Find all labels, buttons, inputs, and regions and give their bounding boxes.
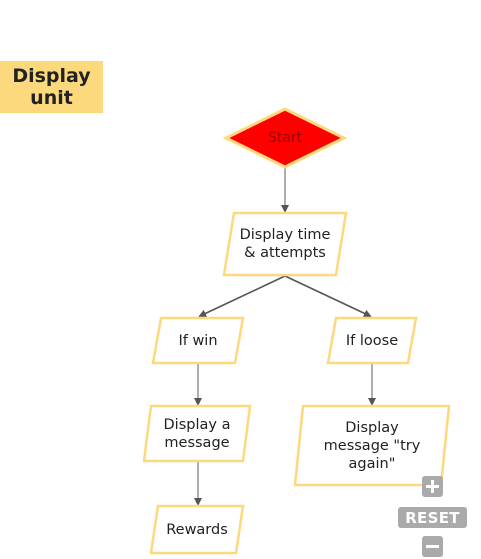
if-win-node-shape[interactable]: [151, 316, 245, 365]
unit-title-label: Display unit: [0, 61, 103, 113]
display-message-node-shape[interactable]: [142, 404, 252, 463]
unit-title-text: Display unit: [12, 65, 91, 109]
connector-display-time-to-if-loose: [284, 275, 372, 318]
if-loose-node-shape[interactable]: [326, 316, 418, 365]
display-try-again-node-label: Display message "try again": [323, 419, 421, 472]
reset-button[interactable]: RESET: [398, 507, 467, 528]
rewards-node-label: Rewards: [166, 521, 228, 538]
plus-icon: [426, 480, 439, 493]
zoom-out-button[interactable]: [422, 536, 443, 557]
start-decision-shape[interactable]: [222, 107, 348, 169]
display-time-node-label: Display time & attempts: [239, 227, 331, 261]
if-win-node-label: If win: [178, 332, 218, 349]
rewards-node-shape[interactable]: [149, 504, 245, 555]
zoom-in-button[interactable]: [422, 476, 443, 497]
minus-icon: [426, 545, 439, 548]
connector-display-time-to-if-win: [198, 275, 286, 318]
start-node-label: Start: [267, 130, 303, 146]
display-time-node-shape[interactable]: [222, 211, 348, 277]
if-loose-node-label: If loose: [345, 332, 399, 349]
display-message-node-label: Display a message: [163, 416, 231, 451]
